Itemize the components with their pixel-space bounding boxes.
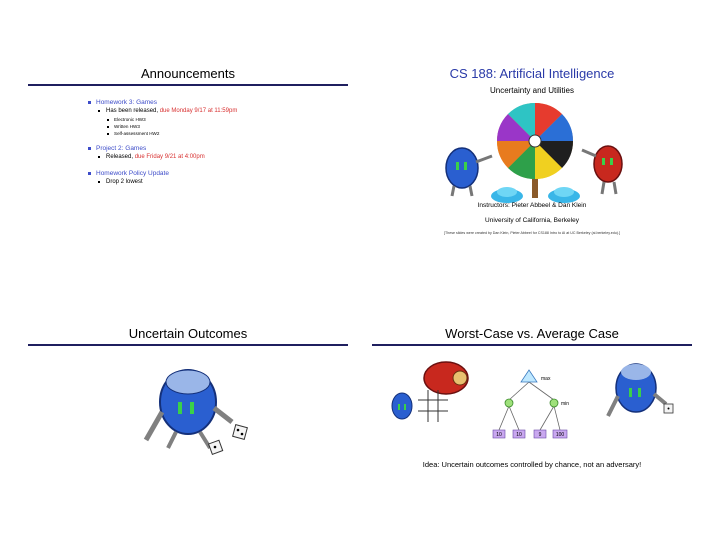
- title-rule: [28, 84, 348, 86]
- due-date: due Monday 9/17 at 11:59pm: [159, 108, 238, 114]
- slide-uncertain-outcomes: Uncertain Outcomes: [28, 320, 348, 560]
- slide-worst-vs-average: Worst-Case vs. Average Case max min 10: [372, 320, 692, 560]
- lecture-subtitle: Uncertainty and Utilities: [489, 86, 575, 95]
- game-tree: max min 10 10 9 100: [492, 369, 569, 439]
- bullet-homework: Homework 3: Games: [88, 98, 237, 107]
- slide-title-card: CS 188: Artificial Intelligence Uncertai…: [372, 60, 692, 300]
- slide-announcements: Announcements Homework 3: Games Has been…: [28, 60, 348, 300]
- sub-bullet-text: Drop 2 lowest: [106, 179, 143, 185]
- bullet-project: Project 2: Games: [88, 144, 237, 153]
- robots-wheel-illustration: [445, 102, 623, 203]
- slide-title: Uncertain Outcomes: [128, 326, 248, 341]
- leaf-node: 10: [492, 429, 506, 439]
- subsub-bullet: Self-assessment HW2: [88, 130, 237, 137]
- dice-icon: [207, 424, 248, 455]
- red-robot-icon: [581, 145, 623, 195]
- subsub-bullet: Electronic HW3: [88, 116, 237, 123]
- instructors: Instructors: Pieter Abbeel & Dan Klein: [477, 202, 587, 209]
- leaf-node: 9: [533, 429, 547, 439]
- title-rule: [28, 344, 348, 346]
- credit-note: [These slides were created by Dan Klein,…: [444, 231, 620, 235]
- idea-text: Idea: Uncertain outcomes controlled by c…: [422, 460, 642, 469]
- bullet-label: Homework 3: Games: [96, 99, 158, 106]
- bullet-label: Homework Policy Update: [96, 170, 169, 177]
- sub-bullet-text: Has been released,: [106, 108, 160, 114]
- slide-title: Worst-Case vs. Average Case: [445, 326, 619, 341]
- university: University of California, Berkeley: [485, 217, 579, 224]
- dice-icon: [663, 403, 674, 414]
- adversary-illustration: [391, 361, 469, 422]
- title-rule: [372, 344, 692, 346]
- bullet-label: Project 2: Games: [96, 145, 147, 152]
- subsub-bullet: Written HW3: [88, 123, 237, 130]
- blue-robot-icon: [445, 147, 493, 197]
- blue-robot-icon: [391, 392, 413, 420]
- bullet-list: Homework 3: Games Has been released, due…: [88, 98, 237, 187]
- gem-pile-icon: [491, 187, 580, 203]
- min-node: [549, 398, 559, 408]
- red-robot-icon: [423, 361, 469, 395]
- leaf-value: 9: [539, 432, 542, 438]
- leaf-value: 100: [556, 432, 565, 438]
- sub-bullet: Released, due Friday 9/21 at 4:00pm: [88, 153, 237, 162]
- slide-title: Announcements: [141, 66, 235, 81]
- leaf-value: 10: [496, 432, 502, 438]
- blue-robot-icon: [143, 369, 234, 450]
- prize-wheel-icon: [496, 102, 574, 180]
- sub-bullet: Has been released, due Monday 9/17 at 11…: [88, 107, 237, 116]
- min-label: min: [561, 401, 569, 407]
- chance-robot-illustration: [606, 363, 674, 417]
- min-node: [504, 398, 514, 408]
- leaf-node: 100: [552, 429, 568, 439]
- due-date: due Friday 9/21 at 4:00pm: [134, 154, 205, 160]
- sub-bullet-text: Released,: [106, 154, 135, 160]
- course-title: CS 188: Artificial Intelligence: [449, 66, 615, 81]
- tic-tac-toe-icon: [418, 390, 448, 422]
- sub-bullet: Drop 2 lowest: [88, 178, 237, 187]
- bullet-policy: Homework Policy Update: [88, 169, 237, 178]
- leaf-value: 10: [516, 432, 522, 438]
- robot-dice-illustration: [143, 369, 248, 455]
- blue-robot-icon: [606, 363, 668, 417]
- leaf-node: 10: [512, 429, 526, 439]
- max-node: [520, 369, 538, 383]
- max-label: max: [541, 376, 551, 382]
